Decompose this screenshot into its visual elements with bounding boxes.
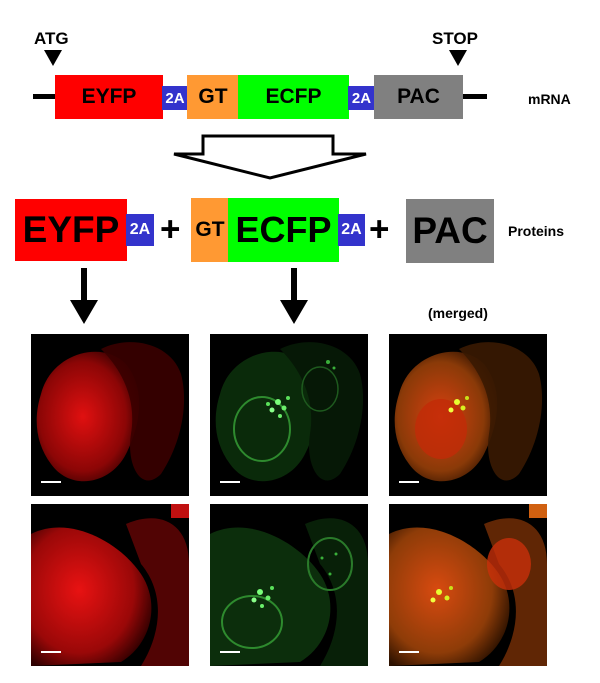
protein-pac: PAC bbox=[406, 199, 494, 263]
mrna-segment-2a-first: 2A bbox=[162, 86, 188, 110]
arrow-ecfp-to-images-icon bbox=[274, 268, 314, 326]
mrna-line-left bbox=[33, 94, 55, 99]
eyfp-image-cell-1 bbox=[31, 334, 189, 496]
stop-codon-label: STOP bbox=[432, 29, 478, 49]
mrna-segment-2a-second: 2A bbox=[348, 86, 375, 110]
plus-sign-2: + bbox=[369, 210, 389, 250]
mrna-segment-pac: PAC bbox=[374, 75, 463, 119]
mrna-segment-ecfp: ECFP bbox=[238, 75, 349, 119]
mrna-segment-gt: GT bbox=[187, 75, 239, 119]
scale-bar bbox=[399, 481, 419, 483]
mrna-segment-eyfp: EYFP bbox=[55, 75, 163, 119]
scale-bar bbox=[220, 651, 240, 653]
merged-image-cell-1 bbox=[389, 334, 547, 496]
eyfp-image-cell-2 bbox=[31, 504, 189, 666]
protein-ecfp: ECFP bbox=[228, 198, 339, 262]
merged-image-cell-2 bbox=[389, 504, 547, 666]
mrna-label: mRNA bbox=[528, 91, 571, 107]
scale-bar bbox=[399, 651, 419, 653]
protein-ecfp-2a-tag: 2A bbox=[338, 214, 365, 246]
protein-gt: GT bbox=[191, 198, 229, 262]
protein-eyfp: EYFP bbox=[15, 199, 127, 261]
arrow-eyfp-to-images-icon bbox=[64, 268, 104, 326]
stop-codon-arrow-icon bbox=[449, 50, 467, 66]
scale-bar bbox=[41, 481, 61, 483]
mrna-line-right bbox=[462, 94, 487, 99]
ecfp-image-cell-1 bbox=[210, 334, 368, 496]
protein-eyfp-2a-tag: 2A bbox=[126, 214, 154, 246]
scale-bar bbox=[220, 481, 240, 483]
scale-bar bbox=[41, 651, 61, 653]
merged-label: (merged) bbox=[428, 305, 488, 321]
proteins-label: Proteins bbox=[508, 223, 564, 239]
plus-sign-1: + bbox=[160, 210, 180, 250]
start-codon-arrow-icon bbox=[44, 50, 62, 66]
translation-arrow-icon bbox=[170, 133, 370, 181]
start-codon-label: ATG bbox=[34, 29, 69, 49]
ecfp-image-cell-2 bbox=[210, 504, 368, 666]
